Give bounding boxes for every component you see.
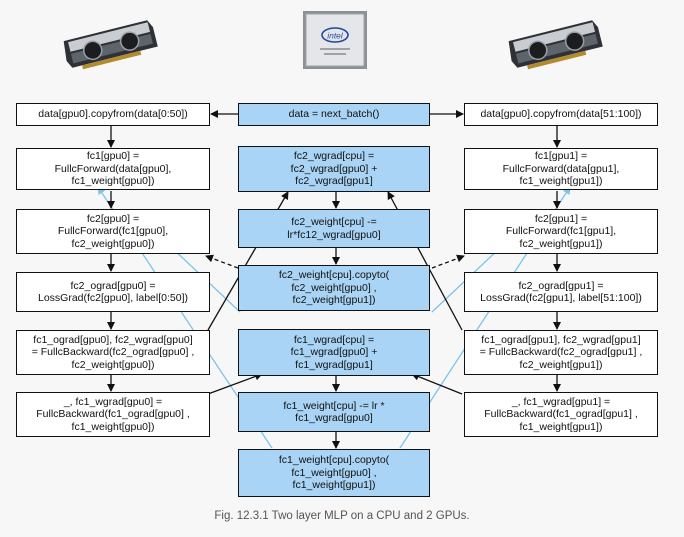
intel-label: intel (327, 31, 344, 41)
cpu-fc2-wgrad-node: fc2_wgrad[cpu] = fc2_wgrad[gpu0] + fc2_w… (238, 146, 430, 192)
arrow-fc2-copy-to-gpu0-fc2 (205, 254, 239, 269)
gpu1-copy-node: data[gpu0].copyfrom(data[51:100]) (464, 103, 658, 126)
cpu-next-batch-node: data = next_batch() (238, 103, 430, 126)
gpu0-fc1-forward-node: fc1[gpu0] = FullcForward(data[gpu0], fc1… (16, 148, 210, 190)
intel-cpu-chip-icon: intel (303, 11, 367, 69)
cpu-fc1-weight-update-node: fc1_weight[cpu] -= lr * fc1_wgrad[gpu0] (238, 392, 430, 432)
gpu0-fc1-backward-node: _, fc1_wgrad[gpu0] = FullcBackward(fc1_o… (16, 392, 210, 437)
figure-caption: Fig. 12.3.1 Two layer MLP on a CPU and 2… (214, 510, 470, 522)
cpu-fc2-weight-copy-node: fc2_weight[cpu].copyto( fc2_weight[gpu0]… (238, 265, 430, 311)
gpu1-loss-grad-node: fc2_ograd[gpu1] = LossGrad(fc2[gpu1], la… (464, 272, 658, 312)
arrow-fc2-copy-to-gpu1-fc2 (431, 254, 465, 269)
gpu0-fc2-forward-node: fc2[gpu0] = FullcForward(fc1[gpu0], fc2_… (16, 209, 210, 254)
gpu-card-icon (508, 20, 603, 70)
arrow-gpu0-fc1-wgrad (207, 372, 263, 395)
gpu0-loss-grad-node: fc2_ograd[gpu0] = LossGrad(fc2[gpu0], la… (16, 272, 210, 312)
cpu-fc1-wgrad-node: fc1_wgrad[cpu] = fc1_wgrad[gpu0] + fc1_w… (238, 329, 430, 376)
cpu-fc1-weight-copy-node: fc1_weight[cpu].copyto( fc1_weight[gpu0]… (238, 449, 430, 497)
gpu1-fc1-backward-node: _, fc1_wgrad[gpu1] = FullcBackward(fc1_o… (464, 392, 658, 437)
arrow-gpu1-fc1-wgrad (411, 372, 463, 395)
gpu-card-icon (63, 20, 158, 70)
cpu-fc2-weight-update-node: fc2_weight[cpu] -= lr*fc12_wgrad[gpu0] (238, 209, 430, 248)
gpu1-fc2-backward-node: fc1_ograd[gpu1], fc2_wgrad[gpu1] = Fullc… (464, 330, 658, 375)
gpu1-fc1-forward-node: fc1[gpu1] = FullcForward(data[gpu1], fc1… (464, 148, 658, 190)
gpu0-fc2-backward-node: fc1_ograd[gpu0], fc2_wgrad[gpu0] = Fullc… (16, 330, 210, 375)
gpu1-fc2-forward-node: fc2[gpu1] = FullcForward(fc1[gpu1], fc2_… (464, 209, 658, 254)
gpu0-copy-node: data[gpu0].copyfrom(data[0:50]) (16, 103, 210, 126)
